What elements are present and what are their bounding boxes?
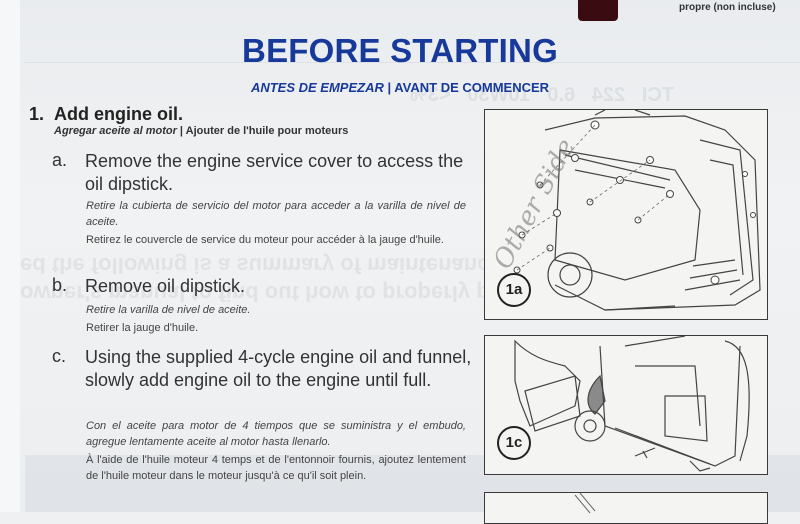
substep-spanish: Retire la cubierta de servicio del motor… [86, 200, 466, 228]
substep-a: a. Remove the engine service cover to ac… [52, 150, 472, 265]
figure-label: 1c [497, 426, 531, 460]
adding-oil-illustration [514, 336, 750, 472]
substep-letter: c. [52, 346, 67, 366]
substep-instruction: Remove the engine service cover to acces… [85, 151, 464, 194]
figure-1a: 1a [484, 109, 768, 320]
substep-french: Retirez le couvercle de service du moteu… [86, 234, 444, 246]
show-through-table [25, 62, 800, 111]
substep-letter: a. [52, 150, 68, 170]
step-title: Add engine oil. [54, 104, 183, 124]
step-subtitle: Agregar aceite al motor | Ajouter de l'h… [54, 125, 348, 137]
figure-next-partial [484, 492, 768, 524]
page-title: BEFORE STARTING [242, 32, 558, 69]
substep-spanish: Con el aceite para motor de 4 tiempos qu… [86, 420, 466, 448]
partial-illustration [574, 493, 596, 514]
substep-letter: b. [52, 275, 68, 295]
step-heading: 1. Add engine oil. [29, 104, 183, 125]
step-number: 1. [29, 104, 45, 124]
page-subtitle: ANTES DE EMPEZAR | AVANT DE COMMENCER [0, 80, 800, 95]
subtitle-spanish: ANTES DE EMPEZAR [250, 80, 384, 95]
substep-b: b. Remove oil dipstick. Retire la varill… [52, 275, 472, 335]
generator-service-cover-illustration [513, 110, 761, 311]
substep-c: c. Using the supplied 4-cycle engine oil… [52, 346, 472, 506]
substep-instruction: Remove oil dipstick. [85, 276, 246, 296]
corner-note: propre (non incluse) [679, 2, 776, 13]
page-edge [0, 0, 20, 512]
substep-spanish: Retire la varilla de nivel de aceite. [86, 304, 251, 316]
subtitle-separator: | [383, 80, 395, 95]
substep-french: Retirer la jauge d'huile. [86, 322, 199, 334]
substep-french: À l'aide de l'huile moteur 4 temps et de… [86, 454, 466, 482]
step-title-spanish: Agregar aceite al motor [54, 125, 177, 137]
step-title-separator: | [176, 125, 186, 137]
corner-color-swatch [578, 0, 618, 21]
figure-1c: 1c [484, 335, 768, 475]
substep-instruction: Using the supplied 4-cycle engine oil an… [85, 347, 472, 390]
figure-label: 1a [497, 273, 531, 307]
step-title-french: Ajouter de l'huile pour moteurs [185, 125, 349, 137]
subtitle-french: AVANT DE COMMENCER [394, 80, 550, 95]
